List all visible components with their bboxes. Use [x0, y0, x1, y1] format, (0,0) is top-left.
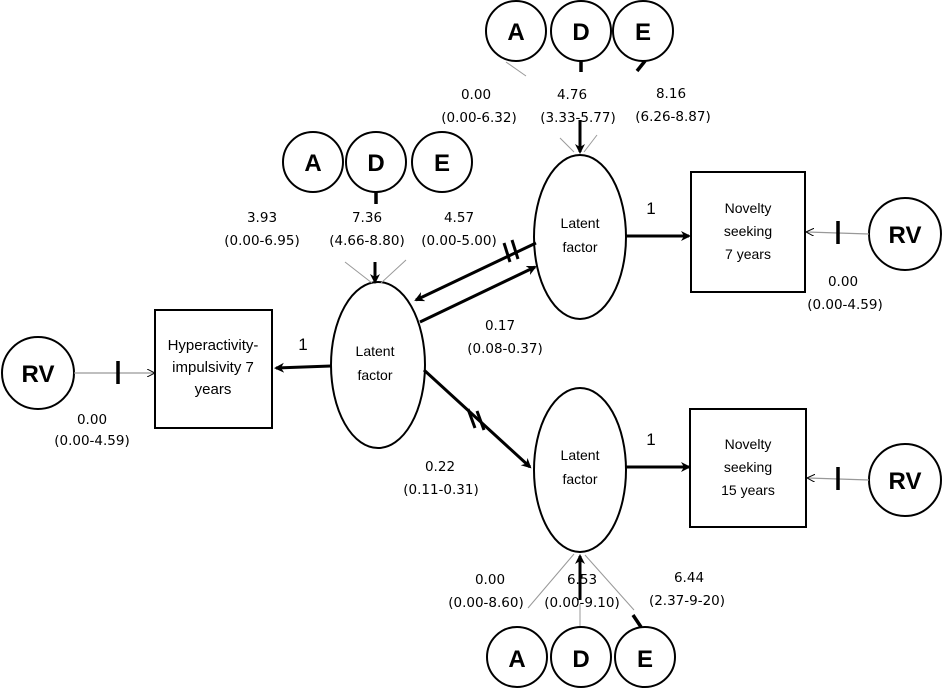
latent-bottom-node: Latent factor: [533, 387, 627, 553]
middle-loading-label: 1: [298, 335, 307, 354]
nov15-line-1: Novelty: [725, 436, 772, 452]
middle-e-ci: (0.00-5.00): [421, 233, 497, 249]
cross-top-value: 0.17: [485, 318, 515, 334]
top-a-label: A: [507, 19, 524, 46]
latent-top-line1: Latent: [561, 215, 600, 231]
top-loading-label: 1: [646, 199, 655, 218]
bottom-e-label: E: [637, 646, 653, 673]
hyp-rv-value: 0.00: [77, 412, 107, 428]
top-ade-group: A D E: [485, 0, 674, 62]
nov15-line-2: seeking: [724, 459, 772, 475]
top-e-value: 8.16: [656, 86, 686, 102]
bottom-e-ci: (2.37-9-20): [649, 593, 725, 609]
nov7-rv-value: 0.00: [828, 274, 858, 290]
bottom-loading-label: 1: [646, 430, 655, 449]
latent-bottom-line1: Latent: [561, 447, 600, 463]
bottom-d-value: 6.53: [567, 572, 597, 588]
cross-arrow-to-middle: [414, 241, 537, 302]
top-e-path: [583, 134, 598, 153]
cross-bottom-ci: (0.11-0.31): [403, 482, 479, 498]
nov15-line-3: 15 years: [721, 482, 775, 498]
bottom-a-path: [527, 553, 575, 609]
bottom-d-label: D: [572, 646, 589, 673]
middle-d-label: D: [367, 150, 384, 177]
rv-left-node: RV: [1, 336, 75, 410]
cross-arrow-to-top: [419, 265, 537, 324]
rv-left-label: RV: [22, 361, 55, 388]
bottom-ade-group: A D E: [486, 626, 676, 688]
bottom-a-value: 0.00: [475, 572, 505, 588]
bottom-a-label: A: [508, 646, 525, 673]
nov7-rv-ci: (0.00-4.59): [807, 297, 883, 313]
rv-bottom-right-label: RV: [889, 468, 922, 495]
novelty-7-box: Novelty seeking 7 years: [690, 171, 806, 293]
latent-top-line2: factor: [562, 239, 597, 255]
rv-bottom-right-node: RV: [868, 443, 942, 517]
top-a-value: 0.00: [461, 87, 491, 103]
latent-middle-node: Latent factor: [330, 281, 426, 449]
cross-top-break-2: [510, 239, 520, 260]
top-e-label: E: [635, 19, 651, 46]
top-e-ci: (6.26-8.87): [635, 109, 711, 125]
top-a-ci: (0.00-6.32): [441, 110, 517, 126]
bottom-e-path: [584, 554, 635, 611]
cross-top-break-1: [502, 242, 512, 263]
middle-ade-group: A D E: [282, 131, 473, 193]
cross-bottom-break-1: [466, 408, 477, 429]
bottom-a-ci: (0.00-8.60): [448, 595, 524, 611]
latent-bottom-line2: factor: [562, 471, 597, 487]
top-d-value: 4.76: [557, 87, 587, 103]
hyperactivity-box: Hyperactivity- impulsivity 7 years: [154, 309, 273, 429]
middle-a-label: A: [304, 150, 321, 177]
novelty-15-box: Novelty seeking 15 years: [689, 408, 807, 528]
middle-a-value: 3.93: [247, 210, 277, 226]
middle-a-path: [344, 261, 373, 284]
middle-e-label: E: [434, 150, 450, 177]
bottom-d-ci: (0.00-9.10): [544, 595, 620, 611]
bottom-e-tick: [631, 614, 643, 628]
cross-arrow-to-bottom: [422, 368, 532, 469]
rv-top-right-node: RV: [868, 197, 942, 271]
cross-bottom-value: 0.22: [425, 459, 455, 475]
middle-e-path: [380, 259, 407, 284]
cross-bottom-break-2: [475, 410, 486, 431]
bottom-e-value: 6.44: [674, 570, 704, 586]
latent-top-node: Latent factor: [533, 154, 627, 320]
rv-top-right-label: RV: [889, 222, 922, 249]
latent-middle-line2: factor: [357, 367, 392, 383]
middle-loading-arrow: [274, 362, 332, 373]
middle-d-ci: (4.66-8.80): [329, 233, 405, 249]
top-d-ci: (3.33-5.77): [540, 110, 616, 126]
top-d-label: D: [572, 19, 589, 46]
nov7-line-3: 7 years: [725, 246, 771, 262]
latent-middle-line1: Latent: [356, 343, 395, 359]
nov7-line-2: seeking: [724, 223, 772, 239]
top-a-path-upper: [505, 61, 527, 77]
cross-top-ci: (0.08-0.37): [467, 341, 543, 357]
middle-d-value: 7.36: [352, 210, 382, 226]
middle-a-ci: (0.00-6.95): [224, 233, 300, 249]
hyp-line-1: Hyperactivity-: [168, 337, 259, 354]
top-a-path: [559, 137, 575, 153]
nov7-line-1: Novelty: [725, 200, 772, 216]
hyp-rv-ci: (0.00-4.59): [54, 433, 130, 449]
hyp-line-3: years: [195, 381, 232, 398]
top-e-tick: [635, 59, 647, 73]
hyp-line-2: impulsivity 7: [172, 359, 254, 376]
middle-e-value: 4.57: [444, 210, 474, 226]
